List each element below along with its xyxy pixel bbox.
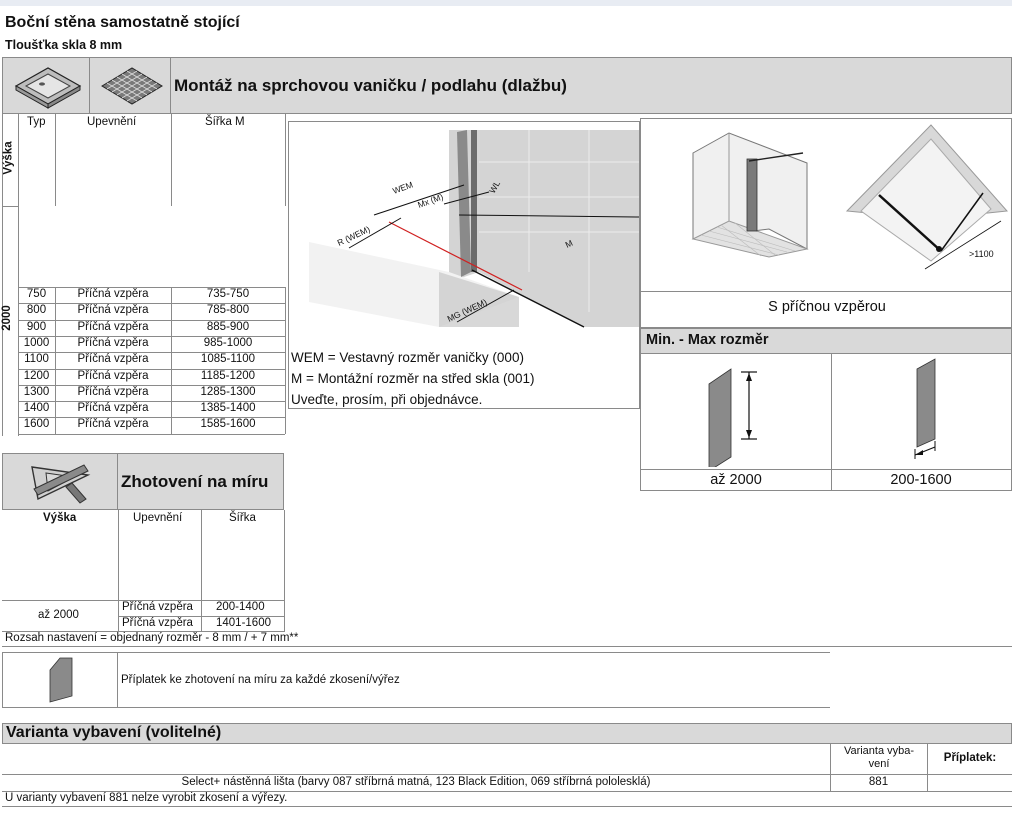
mount-row-2-sirka: 785-800 <box>206 304 250 317</box>
variant-caption: S příčnou vzpěrou <box>768 299 886 315</box>
top-strip <box>0 0 1012 6</box>
mount-row-1-sirka: 735-750 <box>206 288 250 300</box>
minmax-width-value: 200-1600 <box>890 472 952 488</box>
col-header-typ: Typ <box>27 116 46 128</box>
custom-heading: Zhotovení na míru <box>121 472 269 491</box>
minmax-panel: Min. - Max rozměr až 2000 200-1600 <box>640 328 1012 491</box>
page-subtitle: Tloušťka skla 8 mm <box>5 38 123 52</box>
mount-row-7-upevneni: Příčná vzpěra <box>77 385 149 398</box>
page-title: Boční stěna samostatně stojící <box>5 14 240 31</box>
shower-tray-icon <box>6 62 86 110</box>
custom-col-sirka: Šířka <box>229 512 256 524</box>
bevel-cut-icon <box>46 656 76 704</box>
mount-row-8-typ: 1400 <box>23 402 50 415</box>
custom-table: Výška Upevnění Šířka až 2000 Příčná vzpě… <box>0 510 290 632</box>
floor-tiles-icon <box>96 62 168 110</box>
variant-panel: >1100 S příčnou vzpěrou <box>640 118 1012 328</box>
custom-height-value: až 2000 <box>38 609 79 621</box>
col-header-sirka: Šířka M <box>205 116 245 128</box>
mount-row-6-typ: 1200 <box>23 369 50 382</box>
col-header-upevneni: Upevnění <box>87 116 137 128</box>
mount-row-8-sirka: 1385-1400 <box>200 402 256 415</box>
custom-col-upevneni: Upevnění <box>133 512 183 524</box>
minmax-heading-bar <box>641 329 1011 353</box>
mount-row-1-typ: 750 <box>26 288 47 300</box>
surcharge-row <box>2 652 830 708</box>
mount-row-5-sirka: 1085-1100 <box>200 353 256 366</box>
mount-row-2-upevneni: Příčná vzpěra <box>77 304 149 317</box>
mount-row-6-sirka: 1185-1200 <box>200 369 256 382</box>
minmax-height-value: až 2000 <box>710 472 762 488</box>
mount-row-7-sirka: 1285-1300 <box>200 385 256 398</box>
mount-row-3-upevneni: Příčná vzpěra <box>77 320 149 333</box>
equipment-col-surcharge: Příplatek: <box>943 752 997 764</box>
mount-row-9-sirka: 1585-1600 <box>200 418 256 431</box>
mount-row-9-upevneni: Příčná vzpěra <box>77 418 149 431</box>
mount-row-5-upevneni: Příčná vzpěra <box>77 353 149 366</box>
mount-row-1-upevneni: Příčná vzpěra <box>77 288 149 300</box>
mount-row-5-typ: 1100 <box>24 353 49 366</box>
mount-row-3-typ: 900 <box>26 320 47 333</box>
custom-row-1-upevneni: Příčná vzpěra <box>122 601 193 613</box>
diagram-label-m: M <box>564 238 575 250</box>
equipment-heading: Varianta vybavení (volitelné) <box>6 724 222 741</box>
mount-row-7-typ: 1300 <box>23 385 50 398</box>
cutting-tools-icon <box>28 459 94 505</box>
legend-m: M = Montážní rozměr na střed skla (001) <box>291 371 535 386</box>
range-note: Rozsah nastavení = objednaný rozměr - 8 … <box>5 632 299 644</box>
custom-row-2-sirka: 1401-1600 <box>216 617 271 629</box>
surcharge-note: Příplatek ke zhotovení na míru za každé … <box>121 674 400 686</box>
mount-row-3-sirka: 885-900 <box>206 320 250 333</box>
legend-wem: WEM = Vestavný rozměr vaničky (000) <box>291 350 524 365</box>
mount-row-4-sirka: 985-1000 <box>203 336 253 349</box>
custom-row-1-sirka: 200-1400 <box>216 601 265 613</box>
width-dimension-image <box>903 355 963 467</box>
dim-label: >1100 <box>969 249 994 259</box>
custom-row-2-upevneni: Příčná vzpěra <box>122 617 193 629</box>
minmax-heading: Min. - Max rozměr <box>646 332 769 348</box>
installation-diagram: WEM Mx (M) WL R (WEM) M MG (WEM) WEM = V… <box>288 121 640 409</box>
mount-heading: Montáž na sprchovou vaničku / podlahu (d… <box>174 76 567 95</box>
corner-view-image <box>681 121 821 259</box>
height-value: 2000 <box>0 305 13 331</box>
mount-row-6-upevneni: Příčná vzpěra <box>77 369 149 382</box>
mount-row-2-typ: 800 <box>26 304 47 317</box>
equipment-table: Varianta vyba- vení Příplatek: Select+ n… <box>2 744 1012 792</box>
row-header-vyska: Výška <box>2 141 15 175</box>
height-dimension-image <box>701 359 771 472</box>
mount-row-9-typ: 1600 <box>23 418 50 431</box>
top-view-image: >1100 <box>841 121 1011 287</box>
legend-order-note: Uveďte, prosím, při objednávce. <box>291 392 483 407</box>
equipment-col-variant: Varianta vyba- vení <box>843 745 915 770</box>
equipment-row-variant: 881 <box>868 776 889 788</box>
equipment-row-desc: Select+ nástěnná lišta (barvy 087 stříbr… <box>181 776 651 788</box>
mount-row-4-upevneni: Příčná vzpěra <box>77 336 149 349</box>
equipment-note: U varianty vybavení 881 nelze vyrobit zk… <box>5 792 288 804</box>
custom-col-vyska: Výška <box>43 512 77 524</box>
mount-row-8-upevneni: Příčná vzpěra <box>77 402 149 415</box>
mount-row-4-typ: 1000 <box>23 336 50 349</box>
